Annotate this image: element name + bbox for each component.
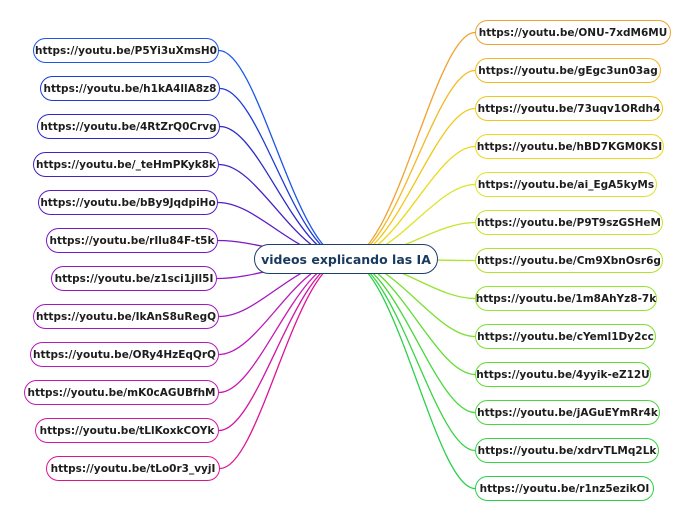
central-topic[interactable]: videos explicando las IA: [254, 244, 438, 274]
left-branch-link-1[interactable]: https://youtu.be/P5Yi3uXmsH0: [33, 38, 219, 63]
left-branch-link-12[interactable]: https://youtu.be/tLo0r3_vyjI: [46, 456, 220, 481]
right-branch-link-10[interactable]: https://youtu.be/4yyik-eZ12U: [475, 362, 651, 387]
right-branch-link-8[interactable]: https://youtu.be/1m8AhYz8-7k: [475, 286, 657, 311]
right-branch-link-2[interactable]: https://youtu.be/gEgc3un03ag: [475, 58, 661, 83]
right-branch-link-6[interactable]: https://youtu.be/P9T9szGSHeM: [475, 210, 663, 235]
left-branch-connector: [218, 258, 347, 394]
left-branch-connector: [218, 49, 347, 260]
right-branch-link-1[interactable]: https://youtu.be/ONU-7xdM6MU: [475, 20, 671, 45]
left-branch-link-4[interactable]: https://youtu.be/_teHmPKyk8k: [33, 152, 219, 177]
right-branch-link-4[interactable]: https://youtu.be/hBD7KGM0KSI: [475, 134, 664, 159]
right-branch-link-5[interactable]: https://youtu.be/ai_EgA5kyMs: [475, 172, 657, 197]
left-branch-link-2[interactable]: https://youtu.be/h1kA4llA8z8: [40, 76, 220, 101]
right-branch-link-11[interactable]: https://youtu.be/jAGuEYmRr4k: [475, 400, 660, 425]
left-branch-connector: [219, 258, 347, 470]
left-branch-link-6[interactable]: https://youtu.be/rIlu84F-t5k: [46, 228, 218, 253]
left-branch-link-5[interactable]: https://youtu.be/bBy9JqdpiHo: [38, 190, 218, 215]
left-branch-link-10[interactable]: https://youtu.be/mK0cAGUBfhM: [24, 380, 219, 405]
right-branch-connector: [345, 107, 476, 260]
left-branch-link-8[interactable]: https://youtu.be/IkAnS8uRegQ: [33, 304, 219, 329]
right-branch-link-9[interactable]: https://youtu.be/cYeml1Dy2cc: [475, 324, 656, 349]
left-branch-link-7[interactable]: https://youtu.be/z1sci1jIl5I: [51, 266, 217, 291]
right-branch-connector: [345, 258, 476, 414]
left-branch-connector: [219, 125, 347, 260]
right-branch-link-13[interactable]: https://youtu.be/r1nz5ezikOI: [475, 476, 654, 501]
right-branch-connector: [345, 258, 476, 490]
right-branch-connector: [345, 69, 476, 260]
right-branch-link-7[interactable]: https://youtu.be/Cm9XbnOsr6g: [475, 248, 663, 273]
right-branch-link-12[interactable]: https://youtu.be/xdrvTLMq2Lk: [475, 438, 659, 463]
left-branch-link-11[interactable]: https://youtu.be/tLlKoxkCOYk: [35, 418, 219, 443]
right-branch-connector: [345, 258, 476, 452]
right-branch-link-3[interactable]: https://youtu.be/73uqv1ORdh4: [475, 96, 663, 121]
left-branch-link-9[interactable]: https://youtu.be/ORy4HzEqQrQ: [30, 342, 219, 367]
left-branch-link-3[interactable]: https://youtu.be/4RtZrQ0Crvg: [37, 114, 220, 139]
